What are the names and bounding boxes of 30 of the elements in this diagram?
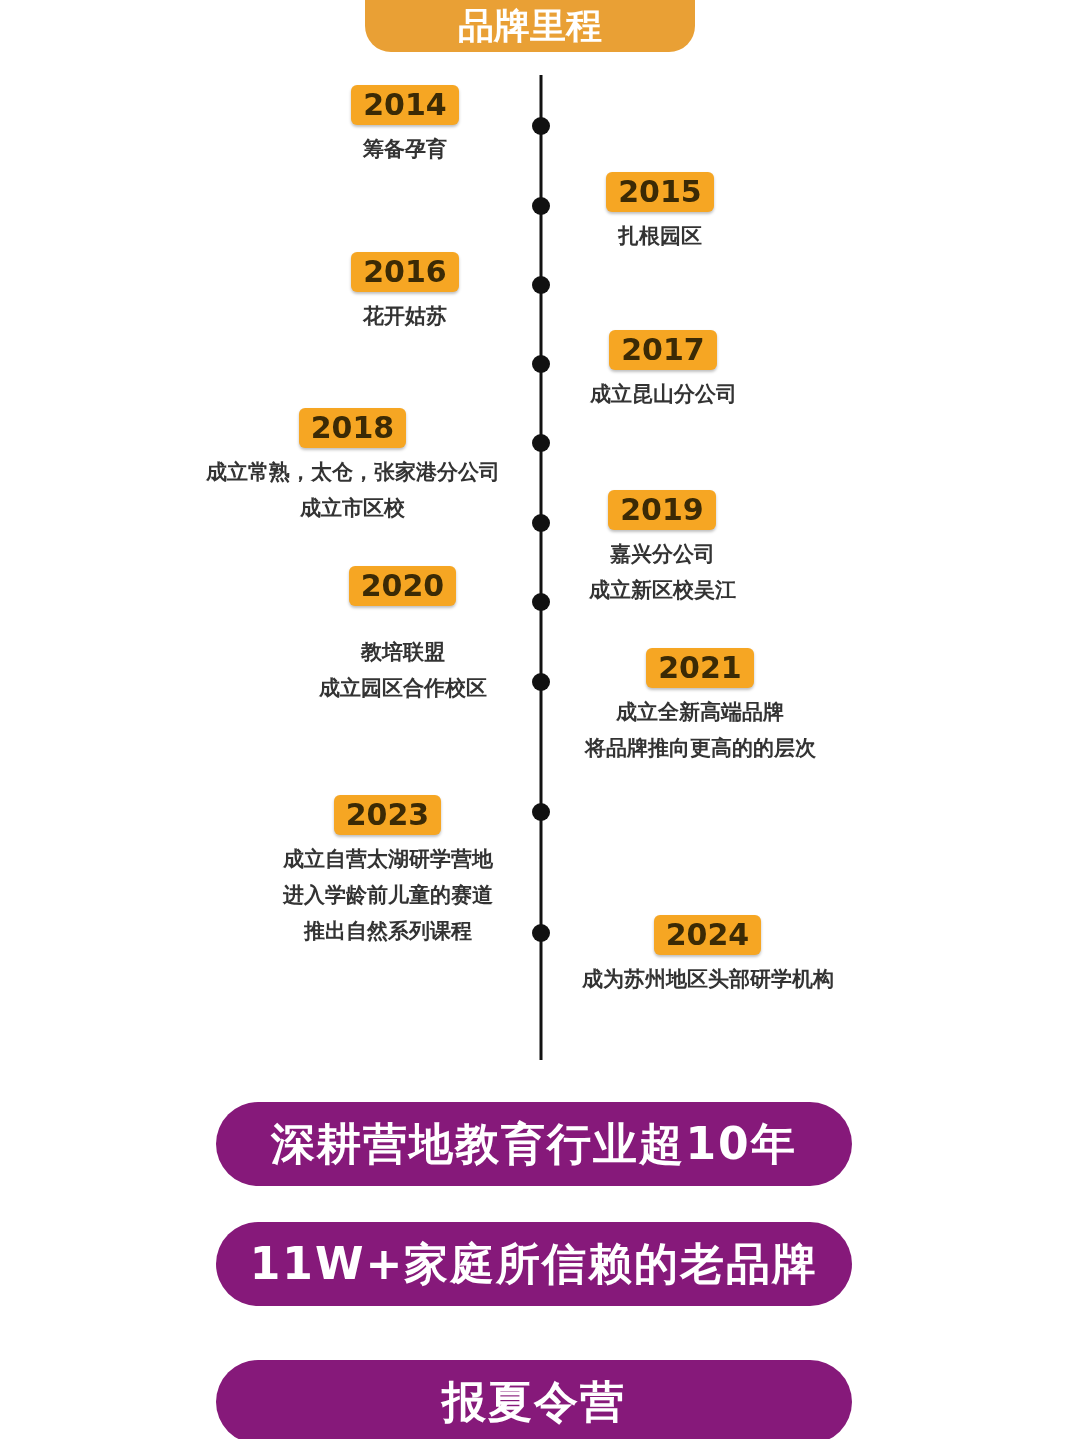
year-badge: 2024 [653,915,762,955]
year-badge: 2021 [646,648,754,688]
milestone-text: 成立常熟，太仓，张家港分公司 [205,459,500,486]
year-badge: 2017 [609,330,717,370]
year-badge: 2020 [348,566,457,606]
year-badge: 2014 [351,85,459,125]
milestone-text: 教培联盟 [360,639,445,666]
milestone-text: 推出自然系列课程 [303,918,472,945]
milestone-text: 成为苏州地区头部研学机构 [581,966,834,993]
slogan-banner: 报夏令营 [216,1360,852,1439]
year-badge: 2019 [608,490,716,530]
milestone-text: 成立全新高端品牌 [616,699,784,726]
milestone-text: 成立新区校吴江 [588,577,736,604]
year-badge: 2016 [351,252,459,292]
milestone-text: 成立昆山分公司 [589,381,737,408]
title-banner: 品牌里程 [365,0,695,52]
slogan-banner: 深耕营地教育行业超10年 [216,1102,852,1186]
milestone-text: 成立园区合作校区 [318,675,487,702]
milestone-text: 筹备孕育 [363,136,447,163]
milestone-text: 成立市区校 [300,495,405,522]
milestone-text: 将品牌推向更高的的层次 [584,735,816,762]
milestone-text: 进入学龄前儿童的赛道 [282,882,493,909]
milestone-text: 扎根园区 [618,223,702,250]
milestone-text: 嘉兴分公司 [609,541,715,568]
year-badge: 2018 [298,408,407,448]
slogan-banner: 11W+家庭所信赖的老品牌 [216,1222,852,1306]
year-badge: 2015 [606,172,714,212]
year-badge: 2023 [333,795,442,835]
milestone-text: 成立自营太湖研学营地 [282,846,493,873]
milestone-text: 花开姑苏 [363,303,447,330]
